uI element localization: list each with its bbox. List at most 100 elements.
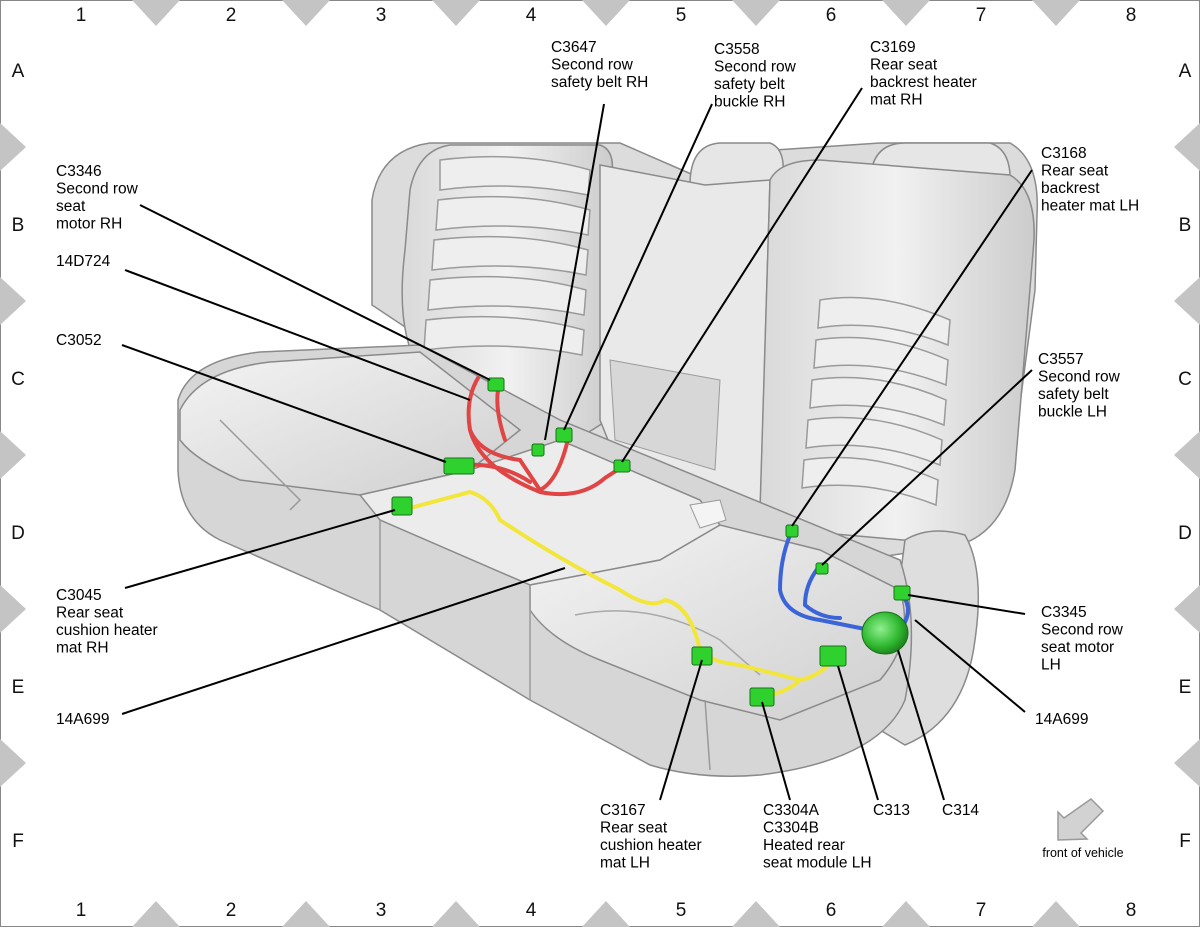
rear-seat-illustration	[177, 142, 1039, 777]
callout-line: C3052	[56, 332, 102, 349]
grid-column-label: 1	[76, 900, 87, 921]
grid-column-label: 8	[1126, 5, 1137, 26]
callout-line: C3304B	[763, 820, 819, 837]
frame-triangle	[1174, 585, 1200, 633]
callout-c313: C313	[873, 802, 910, 819]
connector-c3168	[785, 524, 799, 538]
grid-column-label: 5	[676, 5, 687, 26]
callout-line: C314	[942, 802, 979, 819]
connector-c3345	[893, 585, 911, 601]
frame-triangle	[732, 901, 780, 927]
callout-line: C3304A	[763, 802, 820, 819]
callout-line: cushion heater	[600, 837, 702, 854]
callout-line: Second row	[1038, 369, 1121, 386]
callout-line: C3558	[714, 41, 760, 58]
frame-triangle	[582, 0, 630, 26]
frame-triangle	[432, 0, 480, 26]
grid-row-label: E	[12, 677, 25, 698]
frame-triangle	[1174, 739, 1200, 787]
callout-line: 14A699	[56, 711, 109, 728]
grid-column-label: 2	[226, 900, 237, 921]
callout-line: backrest heater	[870, 74, 977, 91]
grid-column-label: 3	[376, 900, 387, 921]
callout-line: seat	[56, 198, 86, 215]
callout-line: Second row	[551, 57, 634, 74]
connector-c3304	[749, 687, 775, 707]
callout-line: C313	[873, 802, 910, 819]
connectors	[391, 377, 911, 707]
frame-triangle	[0, 431, 26, 479]
connector-c3052	[443, 457, 475, 475]
callout-line: C3045	[56, 587, 102, 604]
callout-line: Rear seat	[56, 605, 124, 622]
frame-triangle	[882, 901, 930, 927]
grid-row-label: B	[12, 215, 25, 236]
frame-triangle	[582, 901, 630, 927]
frame-triangle	[0, 123, 26, 171]
frame-triangle	[1174, 277, 1200, 325]
grid-column-label: 7	[976, 900, 987, 921]
arrow-down-left-icon	[1057, 798, 1105, 841]
callout-c314: C314	[942, 802, 979, 819]
callout-line: LH	[1041, 657, 1061, 674]
callout-line: C3346	[56, 163, 102, 180]
callout-line: C3345	[1041, 604, 1087, 621]
grid-row-label: D	[1178, 523, 1192, 544]
grid-row-label: F	[1179, 831, 1191, 852]
callout-line: C3557	[1038, 351, 1084, 368]
frame-triangle	[132, 901, 180, 927]
callout-line: 14A699	[1035, 711, 1088, 728]
callout-line: safety belt RH	[551, 74, 648, 91]
grid-column-label: 5	[676, 900, 687, 921]
front-of-vehicle-label: front of vehicle	[1042, 846, 1123, 860]
callout-line: Second row	[714, 59, 797, 76]
grid-column-label: 2	[226, 5, 237, 26]
callout-line: cushion heater	[56, 622, 158, 639]
frame-triangle	[282, 0, 330, 26]
callout-line: mat RH	[870, 92, 923, 109]
callout-line: seat motor	[1041, 639, 1114, 656]
frame-triangle	[0, 585, 26, 633]
callout-14a699-left: 14A699	[56, 711, 109, 728]
callout-line: buckle RH	[714, 94, 786, 111]
callout-line: C3169	[870, 39, 916, 56]
callout-line: Second row	[1041, 622, 1124, 639]
callout-line: safety belt	[1038, 386, 1109, 403]
connector-c314	[861, 611, 909, 655]
callout-line: backrest	[1041, 180, 1100, 197]
leader-lines	[121, 87, 1033, 801]
callout-line: motor RH	[56, 216, 122, 233]
frame-triangle	[432, 901, 480, 927]
grid-row-label: C	[11, 369, 25, 390]
callout-line: 14D724	[56, 253, 111, 270]
grid-row-label: D	[11, 523, 25, 544]
connector-c3167	[691, 646, 713, 666]
callout-line: heater mat LH	[1041, 198, 1139, 215]
callout-line: Rear seat	[1041, 163, 1109, 180]
callout-line: C3647	[551, 39, 597, 56]
grid-column-label: 4	[526, 900, 537, 921]
connector-c3647	[531, 443, 545, 457]
grid-column-label: 4	[526, 5, 537, 26]
frame-triangle	[1032, 901, 1080, 927]
grid-column-label: 3	[376, 5, 387, 26]
callout-line: Rear seat	[870, 57, 938, 74]
callout-c3052: C3052	[56, 332, 102, 349]
connector-c3045	[391, 496, 413, 516]
grid-row-label: F	[12, 831, 24, 852]
connector-c3558	[555, 427, 573, 443]
callout-line: seat module LH	[763, 855, 872, 872]
